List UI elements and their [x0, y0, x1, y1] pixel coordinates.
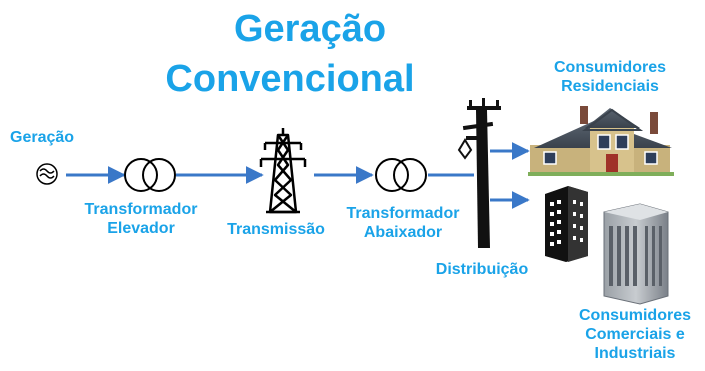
label-geracao: Geração — [10, 129, 75, 146]
label-consumidores-residenciais: Consumidores Residenciais — [553, 59, 666, 95]
label-distribuicao: Distribuição — [435, 261, 529, 278]
label-transmissao: Transmissão — [227, 221, 325, 238]
title-line-1: Geração — [233, 8, 387, 50]
transmission-tower-icon — [259, 128, 307, 214]
generator-icon — [36, 163, 58, 185]
skyscraper-icon — [603, 203, 669, 305]
label-consumidores-comerciais: Consumidores Comerciais e Industriais — [578, 307, 691, 362]
title-line-2: Convencional — [165, 58, 415, 100]
house-icon — [528, 106, 674, 176]
office-building-icon — [545, 186, 588, 262]
step-up-transformer-icon — [124, 158, 176, 192]
diagram-title-line2: Convencional — [140, 58, 440, 100]
label-transformador-abaixador: Transformador Abaixador — [346, 205, 460, 241]
distribution-pole-icon — [457, 98, 501, 248]
transmission-line — [66, 142, 530, 209]
label-transformador-elevador: Transformador Elevador — [84, 201, 198, 237]
diagram-title: Geração — [185, 8, 435, 50]
step-down-transformer-icon — [375, 158, 427, 192]
